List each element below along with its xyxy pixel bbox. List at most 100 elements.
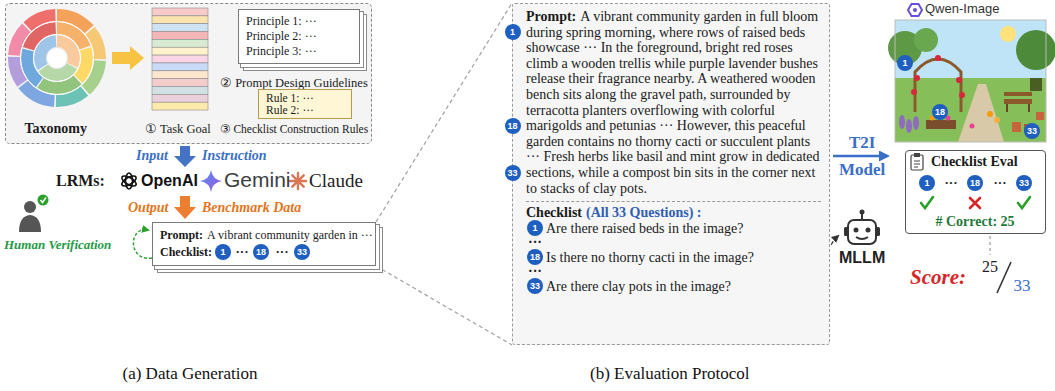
callout-number: 18 bbox=[505, 118, 521, 134]
node-text: Checklist bbox=[526, 205, 582, 220]
logo-text: Gemini bbox=[224, 168, 291, 192]
gemini-logo bbox=[200, 170, 222, 192]
node-text: Principle 1: ··· bbox=[246, 14, 317, 28]
arrow-label: Output bbox=[128, 200, 168, 216]
panel-label: ① Task Goal bbox=[145, 121, 211, 137]
qwen-logo bbox=[913, 8, 917, 12]
ellipsis: ··· bbox=[236, 245, 249, 260]
goal-bars bbox=[152, 63, 208, 71]
generated-image bbox=[987, 111, 993, 117]
result-text: # Correct: 25 bbox=[936, 214, 1015, 230]
node-text: Are there clay pots in the image? bbox=[546, 279, 731, 294]
node-text: Prompt: bbox=[160, 228, 203, 242]
node-text: ··· bbox=[528, 235, 542, 250]
node-text: (All 33 Questions) : bbox=[586, 205, 702, 220]
ellipsis: ··· bbox=[945, 176, 958, 191]
human-icon bbox=[19, 195, 49, 233]
generated-image bbox=[1016, 30, 1055, 70]
generated-image bbox=[935, 55, 941, 61]
node-text: Checklist: bbox=[160, 245, 212, 259]
taxonomy-chart bbox=[27, 28, 87, 88]
generated-image bbox=[914, 28, 938, 52]
arrow-label: Benchmark Data bbox=[202, 200, 301, 216]
mllm-robot bbox=[866, 228, 871, 233]
human-icon bbox=[38, 195, 49, 206]
taxonomy-chart bbox=[27, 28, 87, 88]
generated-image bbox=[1004, 99, 1032, 104]
goal-bars bbox=[152, 47, 208, 55]
eval-box: Checklist Eval # Correct: 25 bbox=[905, 150, 1046, 234]
verification-arrow bbox=[133, 230, 152, 259]
zoom-connector bbox=[376, 3, 512, 345]
generated-image bbox=[1000, 26, 1016, 42]
generated-image bbox=[1012, 122, 1021, 132]
arrow-label: Model bbox=[839, 160, 885, 180]
callout-number: 33 bbox=[1024, 123, 1040, 139]
clipboard-icon bbox=[911, 155, 923, 170]
generated-image bbox=[888, 20, 1055, 142]
qwen-logo bbox=[908, 4, 922, 16]
taxonomy-chart bbox=[14, 15, 100, 101]
fraction-slash bbox=[997, 262, 1011, 293]
caption: (b) Evaluation Protocol bbox=[590, 364, 750, 384]
goal-bars bbox=[152, 79, 208, 87]
text-line: Are there clay pots in the image? bbox=[546, 279, 821, 294]
openai-logo bbox=[120, 174, 137, 188]
fraction-number: 25 bbox=[982, 258, 998, 276]
callout-number: 18 bbox=[253, 244, 269, 260]
callout-number: 1 bbox=[215, 244, 231, 260]
node-text: ··· bbox=[528, 264, 542, 279]
goal-bars bbox=[152, 16, 208, 24]
taxonomy-chart bbox=[14, 15, 100, 101]
goal-bars bbox=[152, 8, 208, 110]
taxonomy-chart bbox=[27, 28, 87, 88]
callout-number: 33 bbox=[294, 244, 310, 260]
callout-number: 1 bbox=[897, 55, 913, 71]
taxonomy-chart bbox=[40, 41, 74, 75]
node-text: A vibrant community garden in full bloom… bbox=[526, 9, 820, 196]
taxonomy-chart bbox=[27, 28, 87, 88]
taxonomy-chart bbox=[21, 22, 94, 95]
dashed-panel: Taxonomy① Task Goal② Prompt Design Guide… bbox=[5, 3, 372, 144]
callout-number: 1 bbox=[505, 24, 521, 40]
generated-image bbox=[914, 75, 920, 81]
score-label: Score: bbox=[910, 265, 966, 289]
model-name: MLLM bbox=[839, 249, 885, 267]
human-icon bbox=[19, 215, 41, 232]
generated-image bbox=[899, 115, 905, 129]
logo-text: Claude bbox=[309, 170, 363, 192]
arrow-label: T2I bbox=[849, 133, 875, 153]
arrow-label: Input bbox=[136, 148, 168, 164]
text-line: Rule 2: ··· bbox=[266, 104, 344, 116]
generated-image bbox=[1007, 104, 1029, 112]
logo-text: OpenAI bbox=[141, 172, 198, 190]
box-title: Checklist Eval bbox=[931, 154, 1018, 170]
generated-image bbox=[895, 20, 1046, 142]
text-line: Principle 1: ··· bbox=[246, 14, 352, 29]
clipboard-icon bbox=[914, 161, 920, 167]
taxonomy-chart bbox=[14, 15, 100, 101]
step-label: Human Verification bbox=[4, 238, 111, 253]
mllm-robot bbox=[844, 227, 848, 236]
callout-number: 33 bbox=[1016, 175, 1032, 191]
taxonomy-chart bbox=[14, 15, 100, 101]
text-line: ··· bbox=[528, 236, 821, 250]
node-text: Is there no thorny cacti in the image? bbox=[546, 250, 754, 265]
node-text: Principle 2: ··· bbox=[246, 29, 317, 43]
text-line: Are there raised beds in the image? bbox=[546, 221, 821, 236]
input-arrow bbox=[174, 146, 196, 167]
mllm-robot bbox=[876, 227, 880, 236]
goal-bars bbox=[152, 102, 208, 110]
claude-logo bbox=[290, 173, 306, 189]
taxonomy-chart bbox=[40, 41, 74, 75]
goal-bars bbox=[152, 32, 208, 40]
generated-image bbox=[956, 77, 962, 83]
rule-card: Rule 1: ···Rule 2: ··· bbox=[258, 89, 352, 119]
model-name: Qwen-Image bbox=[925, 2, 999, 17]
ellipsis: ··· bbox=[276, 245, 289, 260]
panel-fill bbox=[5, 3, 372, 144]
human-icon bbox=[41, 198, 47, 203]
text-line: Principle 2: ··· bbox=[246, 29, 352, 44]
cross-mark bbox=[970, 198, 980, 208]
text-line: Rule 1: ··· bbox=[266, 92, 344, 104]
